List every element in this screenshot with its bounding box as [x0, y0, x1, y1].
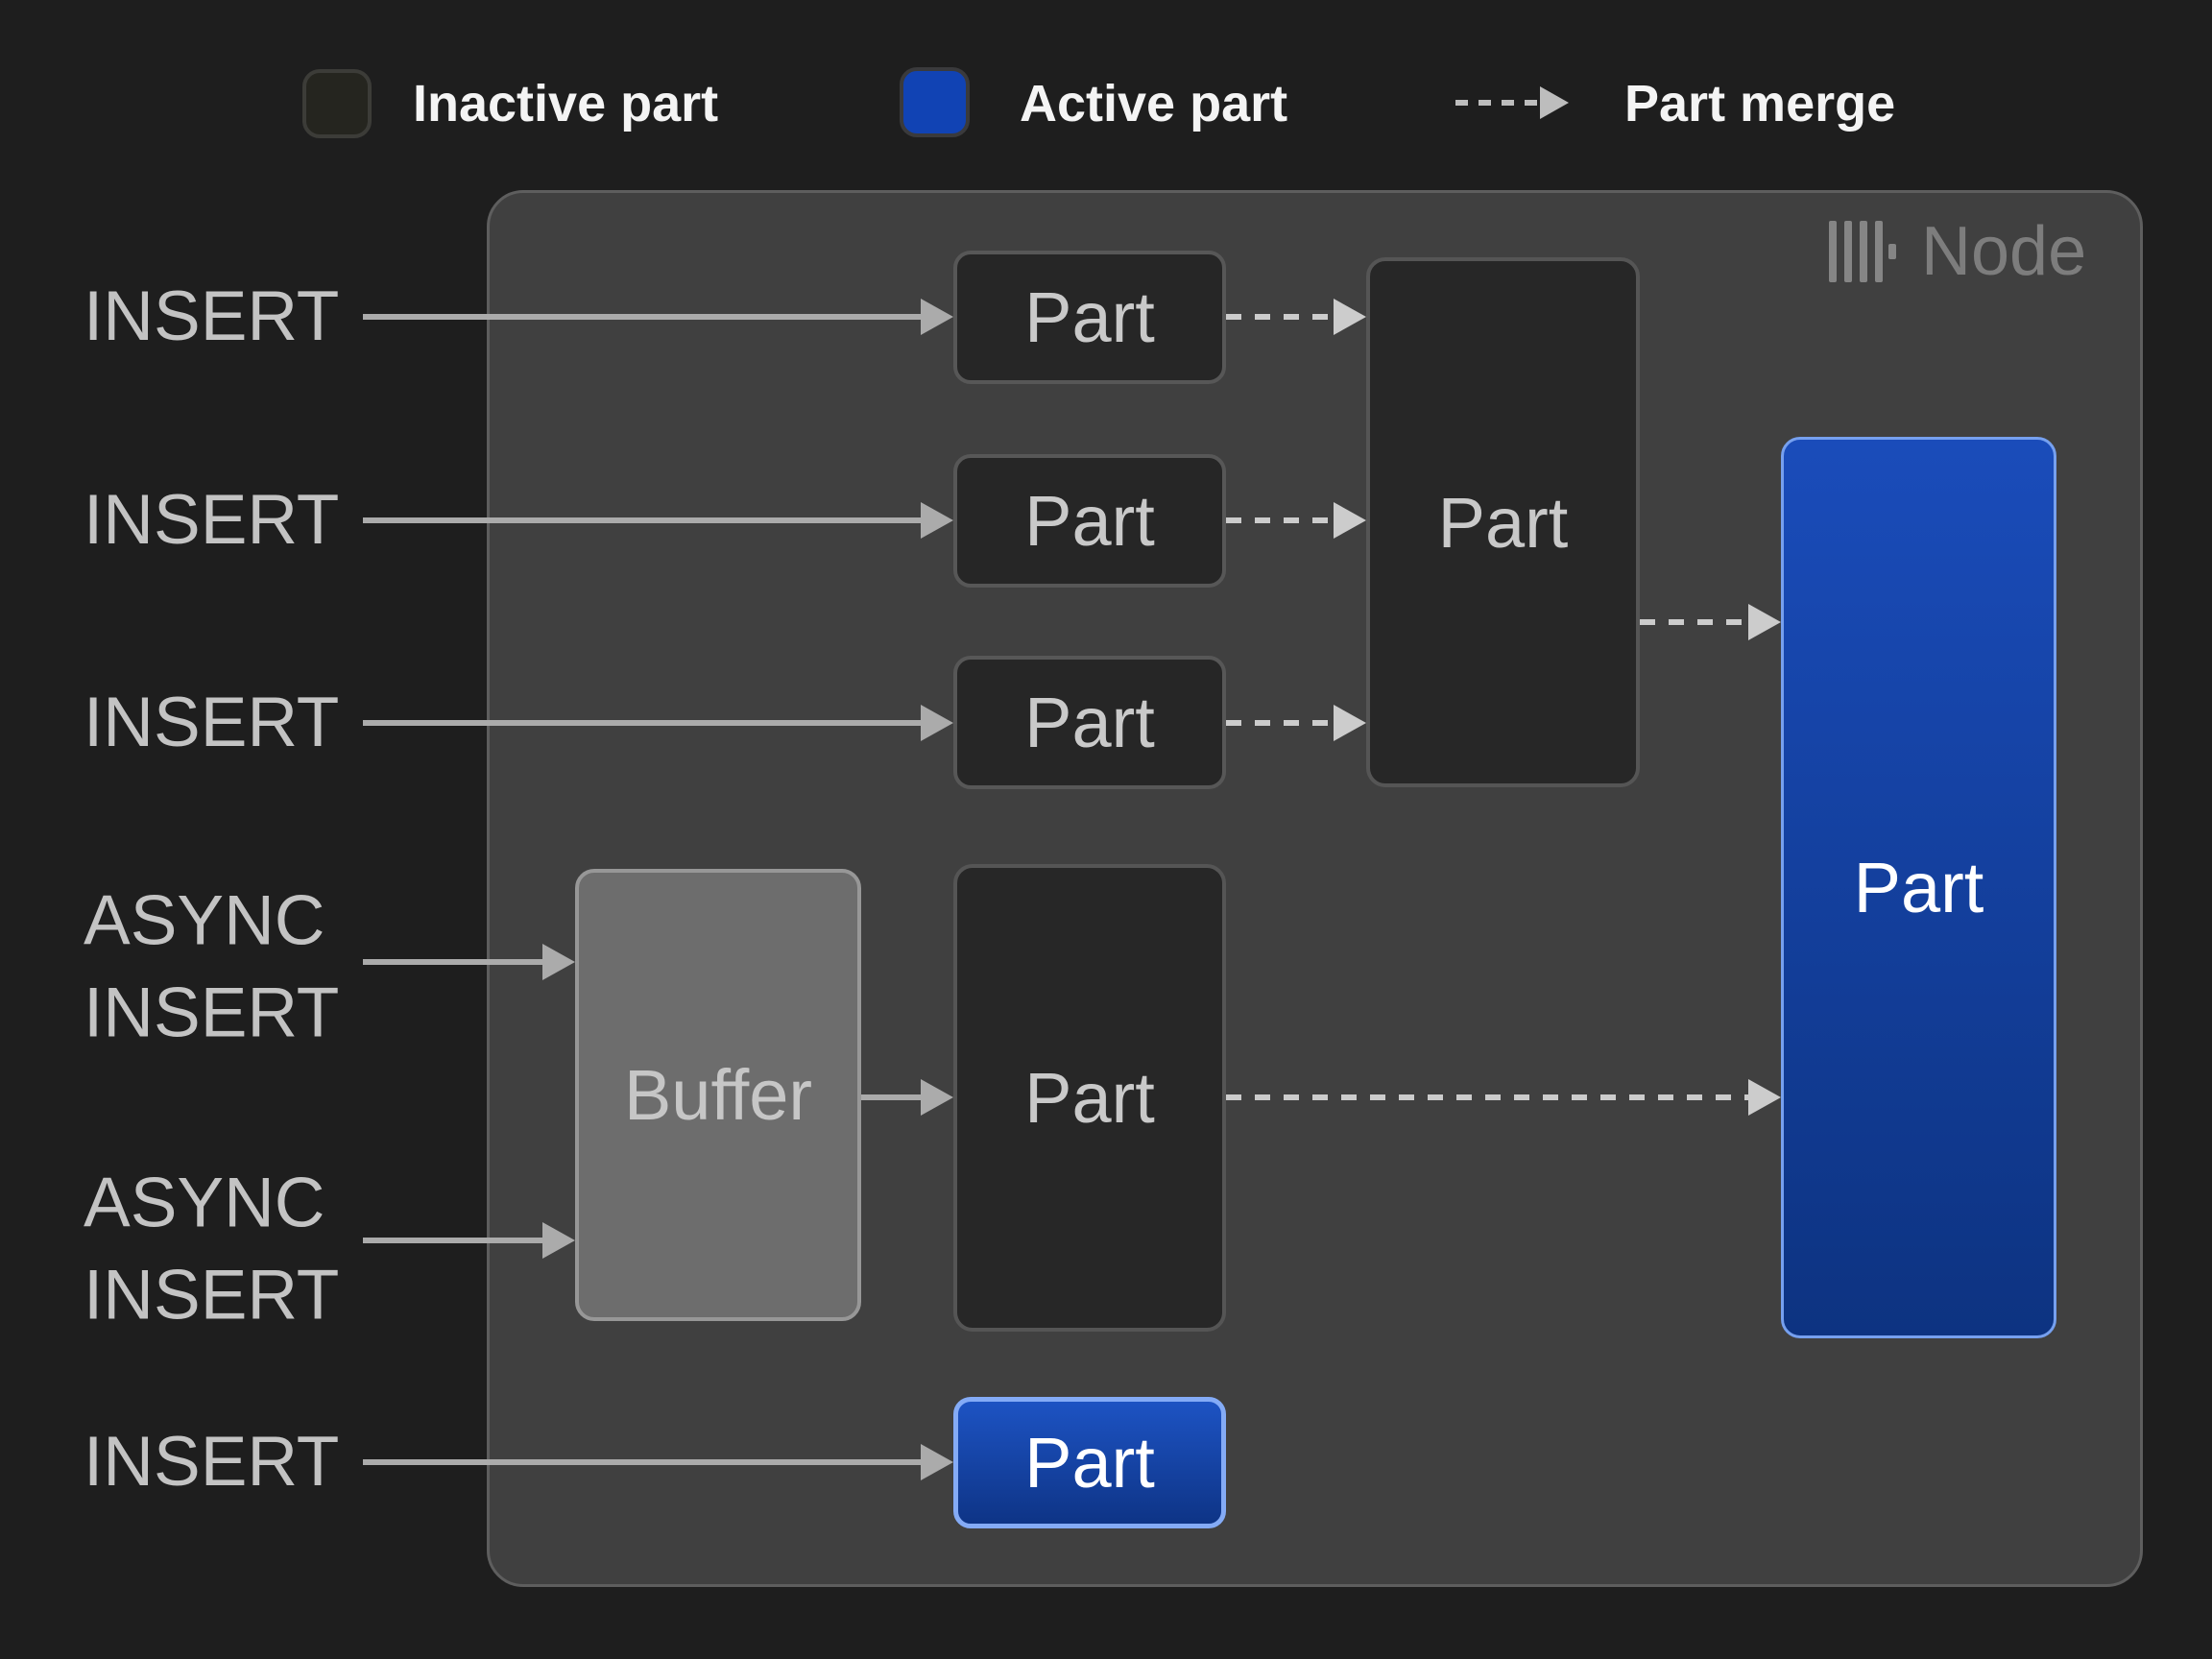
logo-dot [1888, 244, 1896, 259]
arrowhead-icon [921, 1444, 953, 1480]
node-header: Node [1829, 213, 2086, 290]
legend-label-inactive: Inactive part [413, 75, 719, 132]
dashed-line [1455, 100, 1540, 106]
buffer-label: Buffer [623, 1055, 813, 1135]
arrowhead-icon [542, 1222, 575, 1259]
active-part-swatch [900, 67, 970, 137]
insert-arrow-1 [363, 299, 953, 335]
arrowhead-icon [921, 705, 953, 741]
part-label: Part [1024, 277, 1155, 357]
dashed-line [1226, 1094, 1750, 1100]
dashed-line [1226, 517, 1335, 523]
arrowhead-icon [1748, 604, 1781, 640]
insert-arrow-2 [363, 502, 953, 539]
inactive-part-swatch [302, 69, 372, 138]
insert-arrow-3 [363, 705, 953, 741]
merged-part-box: Part [1366, 257, 1640, 787]
arrowhead-icon [921, 1079, 953, 1116]
logo-bar [1860, 221, 1867, 282]
part-label: Part [1024, 683, 1155, 762]
arrowhead-icon [921, 502, 953, 539]
arrow-line [363, 517, 925, 523]
logo-bar [1875, 221, 1883, 282]
dashed-line [1226, 314, 1335, 320]
part-label: Part [1024, 481, 1155, 561]
arrowhead-icon [1540, 86, 1569, 119]
arrow-line [363, 959, 546, 965]
merge-arrow-3 [1226, 705, 1366, 741]
clickhouse-logo-icon [1829, 221, 1896, 282]
part-label: Part [1024, 1423, 1155, 1503]
legend-label-part-merge: Part merge [1624, 75, 1896, 132]
part-label: Part [1853, 848, 1984, 927]
dashed-line [1640, 619, 1750, 625]
async-insert-arrow-2 [363, 1222, 575, 1259]
async-part-merge-arrow [1226, 1079, 1781, 1116]
inactive-part-box-1: Part [953, 251, 1226, 384]
arrowhead-icon [1334, 502, 1366, 539]
part-label: Part [1437, 482, 1569, 563]
arrow-line [363, 1459, 925, 1465]
insert-label-4: INSERT [84, 1422, 340, 1501]
arrowhead-icon [1334, 705, 1366, 741]
part-merge-arrow-icon [1455, 86, 1571, 119]
inactive-part-box-2: Part [953, 454, 1226, 588]
arrow-line [363, 720, 925, 726]
active-part-box: Part [1781, 437, 2056, 1338]
active-part-box-bottom: Part [953, 1397, 1226, 1528]
arrowhead-icon [542, 944, 575, 980]
insert-label-1: INSERT [84, 276, 340, 355]
logo-bar [1829, 221, 1837, 282]
arrowhead-icon [1748, 1079, 1781, 1116]
merge-arrow-2 [1226, 502, 1366, 539]
async-insert-label-2: ASYNC INSERT [84, 1164, 340, 1334]
async-insert-label-1: ASYNC INSERT [84, 881, 340, 1052]
buffer-box: Buffer [575, 869, 861, 1321]
arrow-line [363, 1238, 546, 1243]
insert-label-2: INSERT [84, 480, 340, 559]
part-label: Part [1024, 1058, 1155, 1138]
logo-bar [1844, 221, 1852, 282]
buffer-to-part-arrow [861, 1079, 953, 1116]
insert-label-3: INSERT [84, 683, 340, 761]
merge-arrow-to-active [1640, 604, 1781, 640]
legend-label-active: Active part [1020, 75, 1288, 132]
insert-arrow-4 [363, 1444, 953, 1480]
merge-arrow-1 [1226, 299, 1366, 335]
arrowhead-icon [1334, 299, 1366, 335]
async-insert-arrow-1 [363, 944, 575, 980]
node-title: Node [1921, 213, 2087, 290]
dashed-line [1226, 720, 1335, 726]
arrow-line [363, 314, 925, 320]
inactive-part-box-3: Part [953, 656, 1226, 789]
arrow-line [861, 1094, 925, 1100]
async-part-box: Part [953, 864, 1226, 1332]
arrowhead-icon [921, 299, 953, 335]
